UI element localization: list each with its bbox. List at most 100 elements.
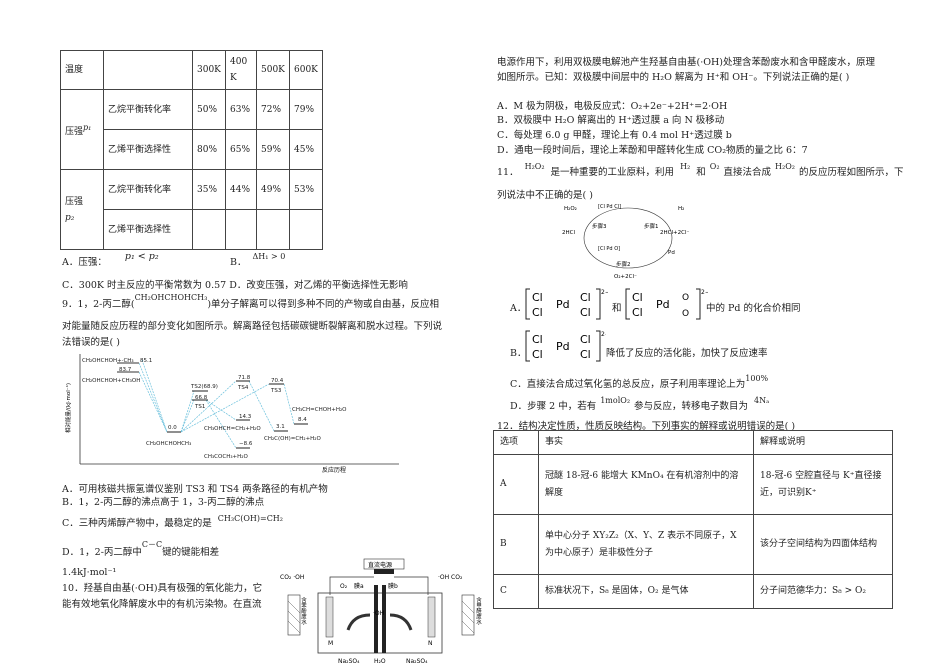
catalytic-cycle-diagram: H₂O₂ H₂ 步骤3 步骤1 步骤2 2HCl 2HCl+2Cl⁻ Pd O₂… — [562, 204, 689, 280]
ts-label: TS1 — [194, 404, 205, 410]
q11-option-d: D．步骤 2 中，若有1molO₂参与反应，转移电子数目为4Nₐ — [510, 396, 770, 412]
pdcl4-complex: Cl Cl Pd Cl Cl 2− — [525, 288, 608, 320]
svg-text:Cl: Cl — [580, 333, 591, 346]
row-value: 79% — [289, 89, 323, 130]
option-cell: B — [493, 514, 539, 575]
svg-text:Pd: Pd — [556, 340, 570, 353]
header-cell: 温度 — [60, 50, 104, 90]
svg-text:Pd: Pd — [656, 298, 670, 311]
header-cell: 600K — [289, 50, 323, 90]
row-value: 45% — [289, 129, 323, 170]
pressure-p1-cell: 压强p₁ — [60, 89, 104, 170]
row-value: 50% — [192, 89, 226, 130]
row-item: 乙烷平衡转化率 — [103, 169, 193, 210]
svg-text:Cl: Cl — [532, 291, 543, 304]
q9-option-b: B．1，2-丙二醇的沸点高于 1，3-丙二醇的沸点 — [62, 497, 265, 508]
svg-text:[Cl Pd Cl]: [Cl Pd Cl] — [598, 204, 621, 210]
fact-cell: 冠醚 18-冠-6 能增大 KMnO₄ 在有机溶剂中的溶解度 — [538, 454, 754, 515]
row-value: 80% — [192, 129, 226, 170]
step2-label: 步骤2 — [616, 260, 631, 268]
row-value — [225, 209, 257, 250]
phenol-waste-label: 含苯酚废水 — [300, 596, 307, 625]
species-label: CH₂OHCHOH+CH₃OH — [82, 378, 140, 384]
q10-stem-line2: 能有效地氧化降解废水中的有机污染物。在直流 — [62, 599, 262, 610]
row-item: 乙烷平衡转化率 — [103, 89, 193, 130]
q10-stem-line1: 10．羟基自由基(·OH)具有极强的氧化能力，它 — [62, 583, 263, 594]
x-axis-label: 反应历程 — [322, 466, 346, 474]
q9-option-d: D．1，2-丙二醇中C－C键的键能相差 — [62, 540, 220, 558]
q8-option-a: A．压强：p₁ < p₂ — [62, 251, 159, 268]
svg-text:Pd: Pd — [556, 298, 570, 311]
arrow-right — [389, 613, 413, 631]
q8-options-cd: C．300K 时主反应的平衡常数为 0.57 D．改变压强，对乙烯的平衡选择性无… — [62, 280, 408, 291]
species-label: CH₂OHCHOH+·CH₃ — [82, 358, 134, 364]
q9-stem-line3: 法错误的是( ) — [62, 337, 120, 348]
row-value: 63% — [225, 89, 257, 130]
row-item: 乙烯平衡选择性 — [103, 209, 193, 250]
energy-value: −8.6 — [239, 441, 253, 447]
row-value — [256, 209, 290, 250]
svg-text:Cl: Cl — [532, 333, 543, 346]
o2cl-label: O₂+2Cl⁻ — [614, 274, 637, 280]
membrane-b — [382, 585, 386, 653]
cell-tank — [317, 592, 443, 654]
membrane-b-label: 膜b — [388, 582, 398, 590]
hcl-label: 2HCl — [562, 230, 575, 236]
row-value: 49% — [256, 169, 290, 210]
q11-stem-line1: 11．H₂O₂是一种重要的工业原料，利用H₂和O₂直接法合成H₂O₂的反应历程如… — [497, 162, 904, 178]
q9-stem-line2: 对能量随反应历程的部分变化如图所示。解离路径包括碳碳键断裂解离和脱水过程。下列说 — [62, 321, 443, 332]
species-label: CH₂OHCHOHCH₃ — [146, 441, 191, 447]
q10-option-d: D．通电一段时间后，理论上苯酚和甲醛转化生成 CO₂物质的量之比 6：7 — [497, 145, 808, 156]
svg-text:Cl: Cl — [580, 291, 591, 304]
electrode-n-label: N — [428, 640, 433, 647]
electrode-m — [325, 596, 334, 638]
svg-text:Cl: Cl — [580, 348, 591, 361]
header-cell: 事实 — [538, 430, 754, 455]
row-value — [192, 209, 226, 250]
o2-label: O₂ — [340, 583, 348, 590]
energy-value: 71.8 — [238, 375, 251, 381]
species-label: CH₃COCH₃+H₂O — [204, 454, 248, 460]
energy-value: 70.4 — [271, 378, 284, 384]
q11-option-a-and: 和 — [612, 303, 622, 314]
header-cell: 500K — [256, 50, 290, 90]
svg-text:Cl: Cl — [632, 306, 643, 319]
svg-text:O: O — [682, 309, 689, 319]
membrane-a — [374, 585, 378, 653]
row-value: 65% — [225, 129, 257, 170]
energy-levels — [117, 362, 308, 449]
option-cell: C — [493, 574, 539, 609]
energy-value: 8.4 — [298, 417, 307, 423]
q10-cont-line2: 如图所示。已知：双极膜中间层中的 H₂O 解离为 H⁺和 OH⁻。下列说法正确的… — [497, 72, 850, 83]
row-value: 44% — [225, 169, 257, 210]
header-cell: 选项 — [493, 430, 539, 455]
explanation-cell: 该分子空间结构为四面体结构 — [753, 514, 893, 575]
phenol-tank — [287, 594, 301, 636]
reaction-paths — [138, 359, 295, 449]
arrow-left — [346, 613, 371, 631]
h2o2-label: H₂O₂ — [564, 206, 577, 212]
species-label: CH₂C(OH)=CH₂+H₂O — [264, 436, 322, 442]
q11-option-a-text: 中的 Pd 的化合价相同 — [706, 303, 801, 314]
electrode-n — [427, 596, 436, 638]
svg-text:Cl: Cl — [632, 291, 643, 304]
q11-stem-line2: 列说法中不正确的是( ) — [497, 190, 593, 201]
q9-stem-line1: 9．1，2-丙二醇(CH₂OHCHOHCH₃)单分子解离可以得到多种不同的产物或… — [62, 293, 440, 310]
hcl2-label: 2HCl+2Cl⁻ — [660, 230, 689, 236]
na2so4-left-label: Na₂SO₄ — [338, 658, 360, 665]
energy-value: 85.1 — [140, 358, 152, 364]
pd-label: Pd — [668, 250, 675, 256]
fact-cell: 标准状况下，S₈ 是固体，O₂ 是气体 — [538, 574, 754, 609]
h2o-label: H₂O — [374, 658, 386, 665]
svg-text:Cl: Cl — [580, 306, 591, 319]
species-label: CH₃CH=CHOH+H₂O — [292, 407, 347, 413]
energy-profile-diagram: 相对能量/(kJ·mol⁻¹) 反应历程 CH₂OHCHOH+·CH₃ 85.1… — [64, 354, 399, 474]
svg-text:2−: 2− — [701, 289, 708, 296]
explanation-cell: 18-冠-6 空腔直径与 K⁺直径接近，可识别K⁺ — [753, 454, 893, 515]
row-value: 59% — [256, 129, 290, 170]
header-cell: 解释或说明 — [753, 430, 893, 455]
oh-label: ·OH — [373, 610, 384, 617]
header-cell — [103, 50, 193, 90]
svg-text:[Cl Pd O]: [Cl Pd O] — [598, 246, 620, 252]
